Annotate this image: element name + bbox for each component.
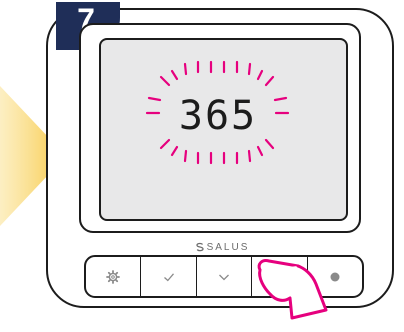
confirm-button[interactable] [141,257,196,296]
chevron-down-icon [217,270,231,284]
brand-name: SALUS [207,242,250,253]
settings-button[interactable] [86,257,141,296]
display-value: 365 [179,93,257,139]
brand-logo: SALUS [186,240,258,254]
gear-icon [106,270,120,284]
down-button[interactable] [197,257,252,296]
checkmark-icon [162,270,176,284]
lcd-display: 365 [99,38,348,221]
salus-logo-icon [195,242,205,252]
pressing-hand-icon [254,244,340,328]
